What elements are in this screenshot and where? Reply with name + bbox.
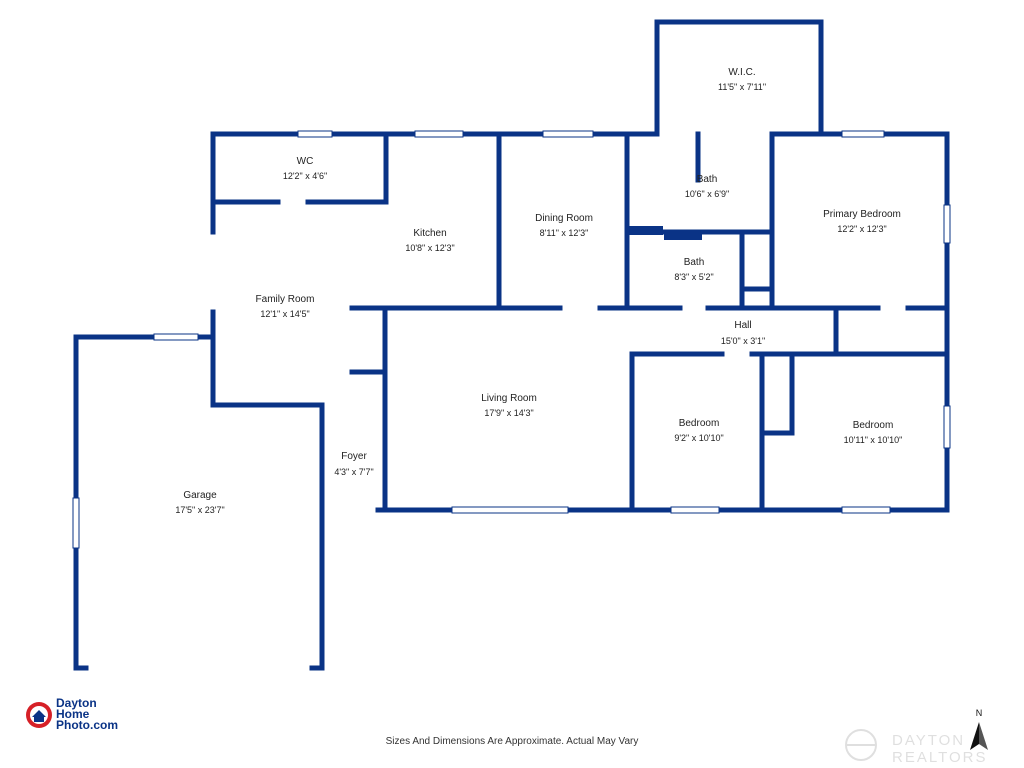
bedroom1-dims: 9'2" x 10'10" (674, 433, 723, 443)
foyer-dims: 4'3" x 7'7" (334, 467, 373, 477)
watermark-text: DAYTON REALTORS (892, 732, 988, 766)
primary-bedroom-dims: 12'2" x 12'3" (837, 224, 886, 234)
disclaimer-text: Sizes And Dimensions Are Approximate. Ac… (385, 736, 639, 747)
bath-counter (664, 232, 702, 240)
primary-bedroom-name: Primary Bedroom (823, 209, 901, 220)
north-compass: N (970, 708, 1000, 754)
window (72, 497, 80, 549)
window (943, 405, 951, 449)
wic-name: W.I.C. (728, 67, 755, 78)
bath1-dims: 10'6" x 6'9" (685, 189, 729, 199)
foyer-name: Foyer (341, 451, 367, 462)
bedroom2-name: Bedroom (853, 420, 894, 431)
dayton-home-photo-logo: Dayton Home Photo.com (24, 696, 164, 738)
window (153, 333, 199, 341)
window (542, 130, 594, 138)
window (943, 204, 951, 244)
logo-wordmark: Dayton Home Photo.com (56, 696, 118, 732)
living-dims: 17'9" x 14'3" (484, 408, 533, 418)
bath-counter-l (627, 226, 663, 235)
bedroom1-name: Bedroom (679, 418, 720, 429)
garage-dims: 17'5" x 23'7" (175, 505, 224, 515)
family-dims: 12'1" x 14'5" (260, 309, 309, 319)
bath1-name: Bath (697, 174, 718, 185)
logo-line-2: Home (56, 707, 90, 721)
window (414, 130, 464, 138)
realtors-watermark: DAYTON REALTORS (836, 728, 1024, 766)
living-name: Living Room (481, 393, 537, 404)
wc-dims: 12'2" x 4'6" (283, 171, 327, 181)
dining-dims: 8'11" x 12'3" (540, 228, 589, 238)
wc-name: WC (297, 156, 314, 167)
window (841, 130, 885, 138)
bath2-dims: 8'3" x 5'2" (674, 272, 713, 282)
window (451, 506, 569, 514)
hall-name: Hall (734, 320, 751, 331)
bedroom2-dims: 10'11" x 10'10" (844, 435, 903, 445)
walls (73, 19, 950, 671)
room-labels: W.I.C. 11'5" x 7'11" WC 12'2" x 4'6" Kit… (175, 67, 902, 515)
garage-name: Garage (183, 490, 217, 501)
logo-line-3: Photo.com (56, 718, 118, 732)
window (670, 506, 720, 514)
kitchen-name: Kitchen (413, 228, 446, 239)
hall-dims: 15'0" x 3'1" (721, 336, 765, 346)
realtors-watermark-icon (845, 729, 877, 761)
window (841, 506, 891, 514)
house-pin-icon (26, 702, 52, 728)
logo-line-1: Dayton (56, 696, 97, 710)
dining-name: Dining Room (535, 213, 593, 224)
family-name: Family Room (256, 294, 315, 305)
compass-label: N (975, 708, 983, 718)
north-arrow-icon (970, 722, 988, 750)
wic-walls (654, 19, 824, 137)
windows (72, 130, 951, 549)
window (297, 130, 333, 138)
bath2-name: Bath (684, 257, 705, 268)
wic-dims: 11'5" x 7'11" (718, 82, 766, 92)
kitchen-dims: 10'8" x 12'3" (405, 243, 454, 253)
